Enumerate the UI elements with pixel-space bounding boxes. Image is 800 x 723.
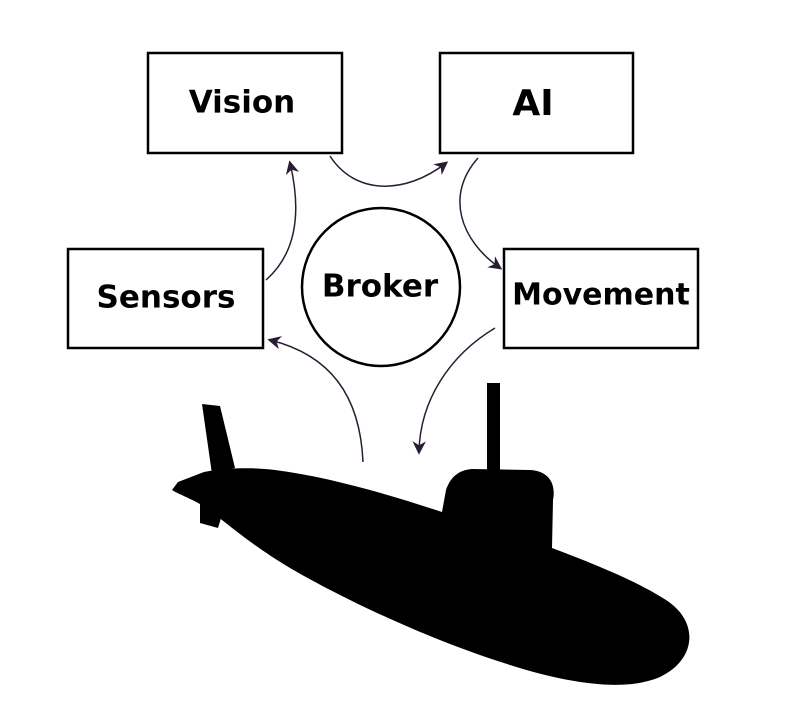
movement-label: Movement: [512, 278, 690, 313]
arrow-sensors-to-vision: [265, 160, 300, 281]
vision-node: Vision: [146, 51, 344, 155]
arrow-movement-to-submarine: [412, 327, 496, 455]
movement-node: Movement: [502, 247, 700, 350]
broker-label: Broker: [322, 269, 439, 305]
submarine-silhouette-icon: [172, 383, 690, 685]
vision-label: Vision: [189, 85, 296, 121]
sensors-node: Sensors: [66, 247, 265, 350]
broker-node: Broker: [300, 206, 462, 368]
arrow-vision-to-ai: [329, 155, 449, 187]
ai-node: AI: [438, 51, 635, 155]
ai-label: AI: [512, 83, 553, 124]
sensors-label: Sensors: [97, 280, 236, 316]
arrow-ai-to-movement: [459, 157, 503, 270]
arrow-submarine-to-sensors: [267, 336, 364, 463]
